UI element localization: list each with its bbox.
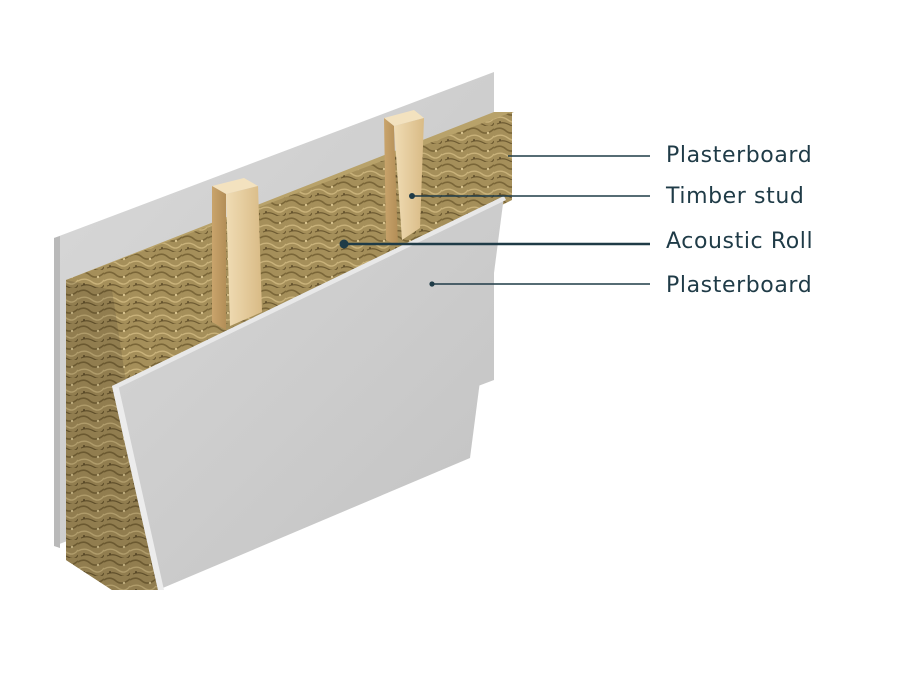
leader-lines — [339, 155, 650, 287]
leader-timber-stud — [409, 193, 650, 199]
label-timber-stud: Timber stud — [666, 184, 805, 209]
timber-stud-right — [384, 110, 424, 246]
timber-stud-left — [212, 178, 262, 330]
leader-acoustic-roll — [339, 239, 650, 249]
leader-plasterboard-front — [429, 281, 650, 287]
label-plasterboard-front: Plasterboard — [666, 273, 813, 298]
label-plasterboard-back: Plasterboard — [666, 143, 813, 168]
label-acoustic-roll: Acoustic Roll — [666, 229, 814, 254]
